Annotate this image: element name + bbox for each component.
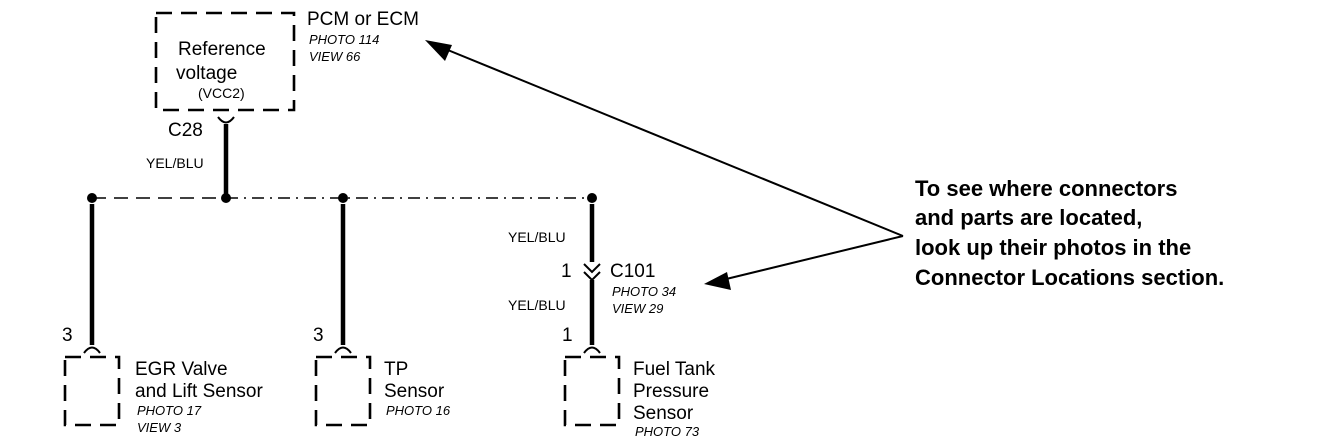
fuel-wire-lower-color: YEL/BLU [508, 297, 566, 313]
callout-arrow-c101 [717, 235, 904, 282]
splice-fuel [587, 193, 597, 203]
tp-name-line1: TP [384, 359, 408, 380]
pcm-box-line1: Reference [178, 39, 266, 60]
fuel-name-line1: Fuel Tank [633, 359, 716, 380]
c101-view: VIEW 29 [612, 301, 663, 316]
pcm-photo: PHOTO 114 [309, 32, 379, 47]
fuel-pin: 1 [562, 325, 573, 346]
egr-name-line2: and Lift Sensor [135, 381, 263, 402]
fuel-terminal-symbol [583, 346, 601, 354]
pcm-box [154, 11, 296, 112]
c101-pin: 1 [561, 261, 572, 282]
fuel-box [563, 355, 621, 427]
egr-photo: PHOTO 17 [137, 403, 202, 418]
fuel-name-line2: Pressure [633, 381, 709, 402]
tp-box [314, 355, 372, 427]
egr-terminal-symbol [83, 346, 101, 354]
egr-name-line1: EGR Valve [135, 359, 228, 380]
fuel-photo: PHOTO 73 [635, 424, 700, 439]
c101-name: C101 [610, 261, 655, 282]
tp-terminal-symbol [334, 346, 352, 354]
pcm-view: VIEW 66 [309, 49, 361, 64]
egr-view: VIEW 3 [137, 420, 182, 435]
splice-pcm [221, 193, 231, 203]
pcm-box-line3: (VCC2) [198, 85, 245, 101]
pcm-title: PCM or ECM [307, 9, 419, 30]
callout-line1: To see where connectors [915, 176, 1177, 201]
fuel-wire-upper-color: YEL/BLU [508, 229, 566, 245]
tp-pin: 3 [313, 325, 324, 346]
egr-box [63, 355, 121, 427]
pcm-pin-label: C28 [168, 120, 203, 141]
callout-line2: and parts are located, [915, 205, 1142, 230]
c101-photo: PHOTO 34 [612, 284, 676, 299]
callout-line4: Connector Locations section. [915, 265, 1224, 290]
callout-line3: look up their photos in the [915, 235, 1191, 260]
callout-arrowhead-c101 [704, 272, 731, 290]
callout-arrow-pcm [437, 45, 904, 237]
splice-tp [338, 193, 348, 203]
splice-egr [87, 193, 97, 203]
pcm-box-line2: voltage [176, 63, 237, 84]
egr-pin: 3 [62, 325, 73, 346]
tp-name-line2: Sensor [384, 381, 445, 402]
tp-photo: PHOTO 16 [386, 403, 451, 418]
c101-connector-symbol [583, 263, 601, 282]
callout-arrowhead-pcm [425, 40, 452, 61]
pcm-terminal-symbol [217, 116, 235, 124]
wire-top-color: YEL/BLU [146, 155, 204, 171]
fuel-name-line3: Sensor [633, 403, 694, 424]
